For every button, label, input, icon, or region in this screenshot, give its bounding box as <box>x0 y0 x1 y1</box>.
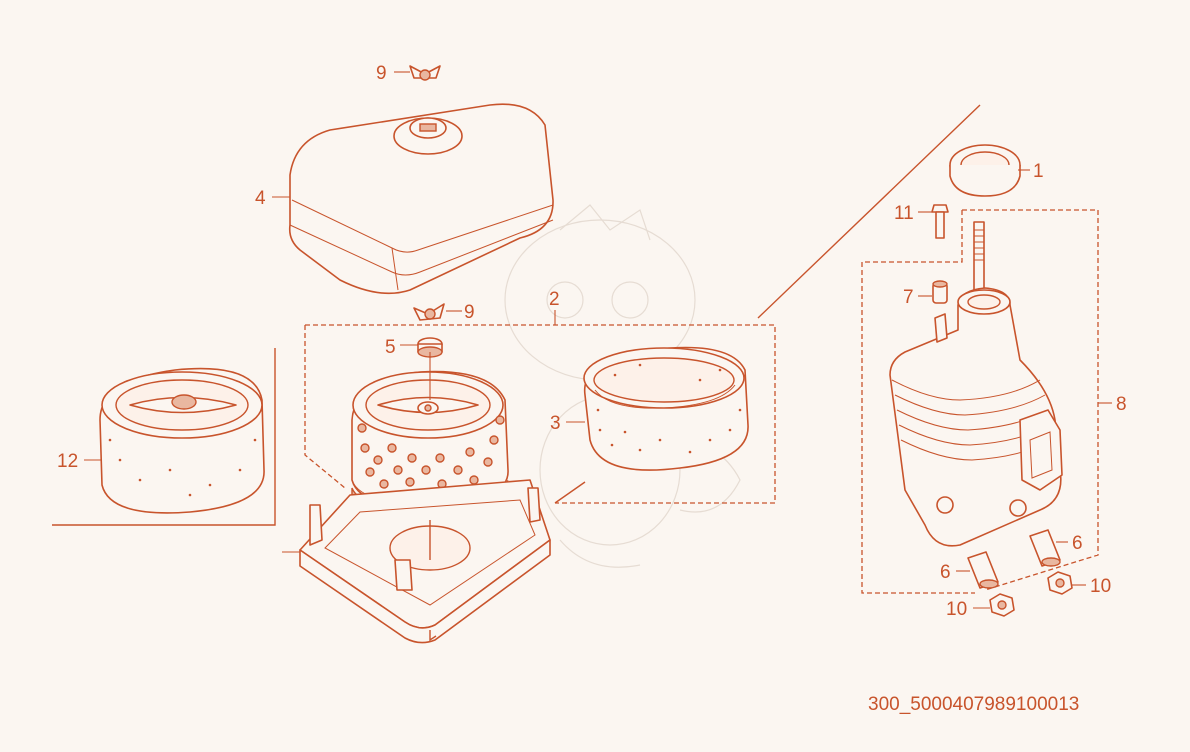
part-12-frame <box>52 348 276 526</box>
callout-6-right: 6 <box>1072 533 1083 554</box>
collar-part-7 <box>932 280 948 304</box>
callout-7: 7 <box>903 287 914 308</box>
callout-12: 12 <box>57 451 78 472</box>
seal-part-1 <box>949 144 1021 197</box>
callout-11: 11 <box>894 203 914 224</box>
wing-nut-part-9-top <box>409 65 441 81</box>
assembly-frame-part-2 <box>304 104 981 504</box>
bolt-part-11 <box>931 204 949 239</box>
callout-4: 4 <box>255 188 266 209</box>
filter-holes <box>357 415 505 489</box>
cover-part-4 <box>288 103 554 295</box>
callout-8: 8 <box>1116 394 1127 415</box>
callout-numbers: 9 4 9 2 5 3 12 1 11 7 8 6 6 10 10 <box>57 63 1127 620</box>
wing-nut-part-9-middle <box>413 303 445 321</box>
callout-1: 1 <box>1033 161 1044 182</box>
pipe-part-6-right <box>1029 529 1061 567</box>
callout-3: 3 <box>550 413 561 434</box>
filter-part-12 <box>99 367 265 514</box>
nut-part-10-left <box>989 593 1015 617</box>
pre-cleaner-part-3 <box>583 346 749 471</box>
callout-5: 5 <box>385 337 396 358</box>
callout-10-right: 10 <box>1090 576 1111 597</box>
callout-9-middle: 9 <box>464 302 475 323</box>
assembly-frame-part-8 <box>861 209 1099 594</box>
air-cleaner-base <box>299 479 551 644</box>
diagram-code: 300_5000407989100013 <box>868 694 1080 715</box>
leader-lines <box>84 71 1112 609</box>
pipe-part-6-left <box>967 551 999 589</box>
callout-10-left: 10 <box>946 599 967 620</box>
callout-6-left: 6 <box>940 562 951 583</box>
nut-part-10-right <box>1047 571 1073 595</box>
callout-2: 2 <box>549 289 560 310</box>
pre-cleaner-texture <box>596 363 742 454</box>
case-part-8 <box>889 287 1063 547</box>
callout-9-top: 9 <box>376 63 387 84</box>
filter-element-part-2 <box>351 370 509 521</box>
